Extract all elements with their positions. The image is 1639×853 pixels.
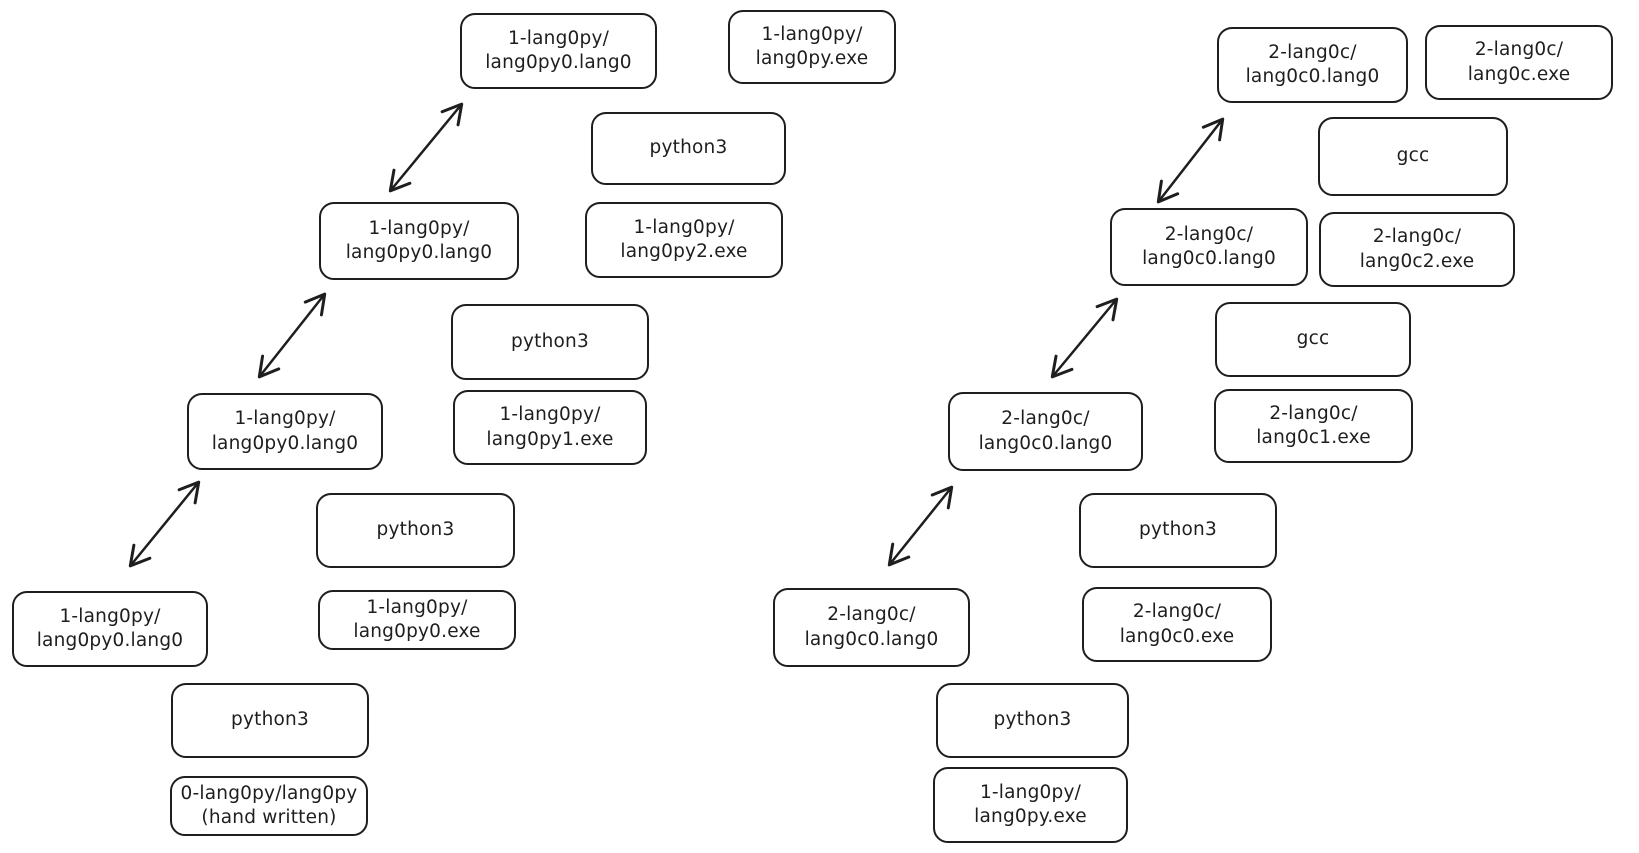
box-label: python3 <box>1139 519 1217 541</box>
left-gen4-lang0py-source-box: 1-lang0py/ lang0py0.lang0 <box>12 591 208 667</box>
left-gen2-lang0py-source-box: 1-lang0py/ lang0py0.lang0 <box>319 202 519 280</box>
left-gen3-lang0py-exe-box: 1-lang0py/ lang0py1.exe <box>453 390 647 465</box>
box-label: python3 <box>993 709 1072 731</box>
box-label: 2-lang0c/ lang0c0.lang0 <box>1245 41 1380 87</box>
box-label: 1-lang0py/ lang0py.exe <box>755 23 869 69</box>
left-gen2-lang0py-exe-box: 1-lang0py/ lang0py2.exe <box>585 202 783 278</box>
right-gen4-lang0c-exe-box: 2-lang0c/ lang0c0.exe <box>1082 587 1272 662</box>
box-label: 2-lang0c/ lang0c0.lang0 <box>1142 223 1276 269</box>
bidirectional-arrow-right-2 <box>1050 297 1119 379</box>
box-label: 2-lang0c/ lang0c0.lang0 <box>978 408 1113 454</box>
right-gen2-lang0c-exe-box: 2-lang0c/ lang0c2.exe <box>1319 212 1515 287</box>
right-gen2-gcc-toolchain-box: gcc <box>1215 302 1411 377</box>
left-gen1-lang0py-source-box: 1-lang0py/ lang0py0.lang0 <box>460 13 657 89</box>
box-label: 1-lang0py/ lang0py0.lang0 <box>36 605 184 651</box>
box-label: 1-lang0py/ lang0py0.lang0 <box>345 217 493 263</box>
box-label: 2-lang0c/ lang0c0.lang0 <box>804 604 939 650</box>
box-label: gcc <box>1296 328 1330 350</box>
left-gen1-python3-runtime-box: python3 <box>591 112 786 185</box>
right-gen2-lang0c-source-box: 2-lang0c/ lang0c0.lang0 <box>1110 208 1308 286</box>
right-gen3-python3-runtime-box: python3 <box>1079 493 1277 568</box>
box-label: 2-lang0c/ lang0c.exe <box>1467 39 1571 85</box>
box-label: 1-lang0py/ lang0py0.lang0 <box>485 27 632 73</box>
left-gen3-lang0py-source-box: 1-lang0py/ lang0py0.lang0 <box>187 393 383 470</box>
left-handwritten-seed-box: 0-lang0py/lang0py (hand written) <box>170 776 368 836</box>
right-gen1-gcc-toolchain-box: gcc <box>1318 117 1508 196</box>
bidirectional-arrow-right-3 <box>887 485 954 567</box>
box-label: gcc <box>1396 145 1430 167</box>
box-label: 0-lang0py/lang0py (hand written) <box>180 782 358 828</box>
box-label: python3 <box>231 709 309 731</box>
box-label: python3 <box>511 330 589 352</box>
box-label: 1-lang0py/ lang0py0.lang0 <box>211 408 359 454</box>
box-label: 2-lang0c/ lang0c1.exe <box>1256 402 1371 448</box>
box-label: 1-lang0py/ lang0py.exe <box>974 781 1087 827</box>
box-label: 2-lang0c/ lang0c0.exe <box>1119 601 1235 647</box>
box-label: python3 <box>649 137 728 159</box>
right-gen4-python3-runtime-box: python3 <box>936 683 1129 758</box>
left-gen2-python3-runtime-box: python3 <box>451 304 649 380</box>
left-gen4-python3-runtime-box: python3 <box>171 683 369 758</box>
right-gen3-lang0c-exe-box: 2-lang0c/ lang0c1.exe <box>1214 389 1413 463</box>
bidirectional-arrow-left-3 <box>128 480 201 568</box>
bidirectional-arrow-left-2 <box>257 292 327 379</box>
box-label: python3 <box>376 519 455 541</box>
right-gen3-lang0c-source-box: 2-lang0c/ lang0c0.lang0 <box>948 392 1143 471</box>
bidirectional-arrow-right-1 <box>1156 117 1225 204</box>
box-label: 2-lang0c/ lang0c2.exe <box>1359 226 1475 272</box>
left-gen4-lang0py-exe-box: 1-lang0py/ lang0py0.exe <box>318 590 516 650</box>
left-gen3-python3-runtime-box: python3 <box>316 493 515 568</box>
box-label: 1-lang0py/ lang0py1.exe <box>486 404 614 450</box>
box-label: 1-lang0py/ lang0py2.exe <box>620 216 748 262</box>
right-gen1-lang0c-exe-box: 2-lang0c/ lang0c.exe <box>1425 25 1613 100</box>
right-gen1-lang0c-source-box: 2-lang0c/ lang0c0.lang0 <box>1217 27 1408 103</box>
box-label: 1-lang0py/ lang0py0.exe <box>353 596 481 642</box>
left-gen1-lang0py-exe-box: 1-lang0py/ lang0py.exe <box>728 10 896 84</box>
right-lang0py-exe-seed-box: 1-lang0py/ lang0py.exe <box>933 767 1128 843</box>
bidirectional-arrow-left-1 <box>388 102 464 193</box>
right-gen4-lang0c-source-box: 2-lang0c/ lang0c0.lang0 <box>773 588 970 667</box>
